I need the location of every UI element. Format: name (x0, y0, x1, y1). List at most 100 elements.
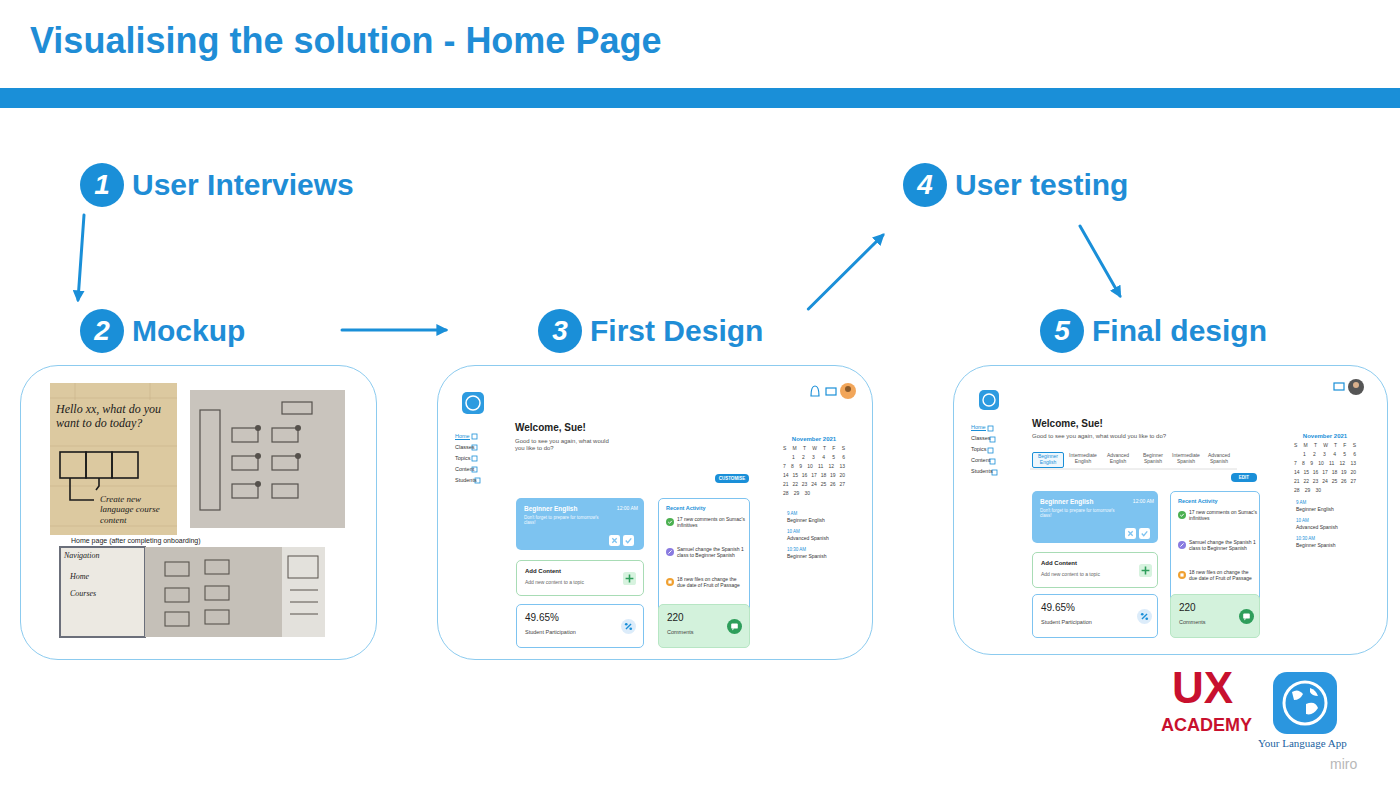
welcome-heading: Welcome, Sue! (1032, 418, 1103, 430)
agenda-class: Beginner English (787, 518, 825, 524)
course-tab: Advanced Spanish (1203, 452, 1235, 466)
step-number: 2 (80, 309, 124, 353)
card-icon (1178, 541, 1186, 549)
welcome-text: Good to see you again, what would you li… (515, 438, 613, 452)
card-icon (1239, 609, 1254, 624)
card-time: 12:00 AM (1128, 499, 1154, 505)
card-icon (666, 518, 674, 526)
dashboard-card: Recent Activity17 new comments on Sumac'… (658, 498, 750, 614)
step-heading: 5Final design (1040, 309, 1267, 353)
card-time: 12:00 AM (612, 506, 638, 512)
watermark: miro (1330, 756, 1357, 772)
agenda-class: Advanced Spanish (787, 536, 829, 542)
card-icon (1137, 609, 1152, 624)
sidebar-item: Classes (455, 444, 475, 450)
screen-icons (979, 379, 1364, 475)
step-number: 1 (80, 163, 124, 207)
card-title: Add Content (525, 568, 605, 575)
step-number: 3 (538, 309, 582, 353)
flow-arrow (1080, 226, 1120, 296)
course-tab: Beginner Spanish (1137, 452, 1169, 466)
activity-text: 18 new files on change the due date of F… (677, 577, 745, 589)
card-icon (1125, 528, 1136, 539)
dashboard-card: Recent Activity17 new comments on Sumac'… (1170, 491, 1260, 609)
step-title: User Interviews (132, 168, 354, 202)
activity-text: 17 new comments on Sumac's infinitives (1189, 510, 1257, 522)
agenda-time: 9 AM (787, 511, 797, 516)
welcome-text: Good to see you again, what would you li… (1032, 433, 1252, 440)
agenda-class: Beginner Spanish (1296, 543, 1335, 549)
course-tab: Intermediate English (1067, 452, 1099, 466)
sketch-photo (60, 547, 325, 637)
sidebar-item: Content (971, 457, 990, 463)
header-band (0, 88, 1400, 108)
logo-text: ACADEMY (1161, 716, 1252, 734)
sidebar-item: Classes (971, 435, 991, 441)
activity-text: 17 new comments on Sumac's infinitives (677, 517, 745, 529)
card-icon (727, 619, 742, 634)
calendar-row: 1 2 3 4 5 6 (1303, 452, 1356, 458)
card-title: Beginner English (524, 505, 604, 512)
calendar-row: 7 8 9 10 11 12 13 (783, 464, 845, 470)
activity-text: Samuel change the Spanish 1 class to Beg… (677, 547, 745, 559)
calendar-weekdays: S M T W T F S (783, 446, 845, 452)
course-tab: Advanced English (1102, 452, 1134, 466)
stat-value: 220 (667, 612, 717, 624)
app-logo (1273, 672, 1337, 734)
agenda-time: 10 AM (1296, 518, 1309, 523)
card-subtitle: Add new content to a topic (1041, 572, 1133, 578)
sidebar-item: Students (455, 477, 477, 483)
step-number: 5 (1040, 309, 1084, 353)
handwritten-note: Courses (70, 589, 130, 598)
calendar-row: 28 29 30 (1294, 488, 1321, 494)
logo-text: UX (1172, 666, 1233, 710)
handwritten-note: Home (70, 572, 130, 581)
calendar-row: 1 2 3 4 5 6 (792, 455, 845, 461)
dashboard-card: 220Comments (658, 604, 750, 648)
sketch-photo (50, 383, 177, 535)
sidebar-item: Home (455, 433, 470, 440)
dashboard-card: Add ContentAdd new content to a topic (516, 560, 644, 596)
dashboard-card: Add ContentAdd new content to a topic (1032, 552, 1158, 588)
card-icon (1178, 571, 1186, 579)
welcome-heading: Welcome, Sue! (515, 422, 586, 434)
step-title: User testing (955, 168, 1128, 202)
activity-text: Samuel change the Spanish 1 class to Beg… (1189, 540, 1257, 552)
flow-arrow (78, 215, 84, 300)
screen-panel: Welcome, Sue! Good to see you again, what… (437, 365, 873, 660)
page-title: Visualising the solution - Home Page (30, 20, 661, 62)
card-icon (1139, 564, 1152, 577)
calendar-row: 21 22 23 24 25 26 27 (783, 482, 845, 488)
card-note: Don't forget to prepare for tomorrow's c… (1040, 508, 1120, 518)
stat-label: Student Participation (525, 629, 617, 635)
calendar-row: 21 22 23 24 25 26 27 (1294, 479, 1356, 485)
activity-text: 18 new files on change the due date of F… (1189, 570, 1257, 582)
agenda-class: Beginner English (1296, 507, 1334, 513)
flow-arrow (808, 235, 883, 309)
step-number: 4 (903, 163, 947, 207)
card-icon (623, 572, 636, 585)
sidebar-item: Topics (455, 455, 471, 461)
stat-value: 49.65% (525, 612, 595, 624)
agenda-time: 9 AM (1296, 500, 1306, 505)
dashboard-card: Beginner English12:00 AMDon't forget to … (1032, 491, 1158, 543)
sketch-photo (190, 390, 345, 528)
card-icon (666, 548, 674, 556)
step-title: Final design (1092, 314, 1267, 348)
calendar-row: 7 8 9 10 11 12 13 (1294, 461, 1356, 467)
agenda-time: 10 AM (787, 529, 800, 534)
step-heading: 1User Interviews (80, 163, 354, 207)
step-heading: 3First Design (538, 309, 763, 353)
dashboard-card: 49.65% Student Participation (516, 604, 644, 648)
agenda-time: 10:30 AM (1296, 536, 1315, 541)
flow-arrow (342, 329, 446, 332)
sidebar-item: Content (455, 466, 474, 472)
logo-caption: Your Language App (1258, 737, 1347, 750)
card-note: Don't forget to prepare for tomorrow's c… (524, 515, 604, 525)
dashboard-card: 220Comments (1170, 594, 1260, 638)
sidebar-item: Students (971, 468, 993, 474)
stat-value: 49.65% (1041, 602, 1111, 614)
handwritten-note: Navigation (64, 551, 140, 560)
calendar-row: 14 15 16 17 18 19 20 (783, 473, 845, 479)
